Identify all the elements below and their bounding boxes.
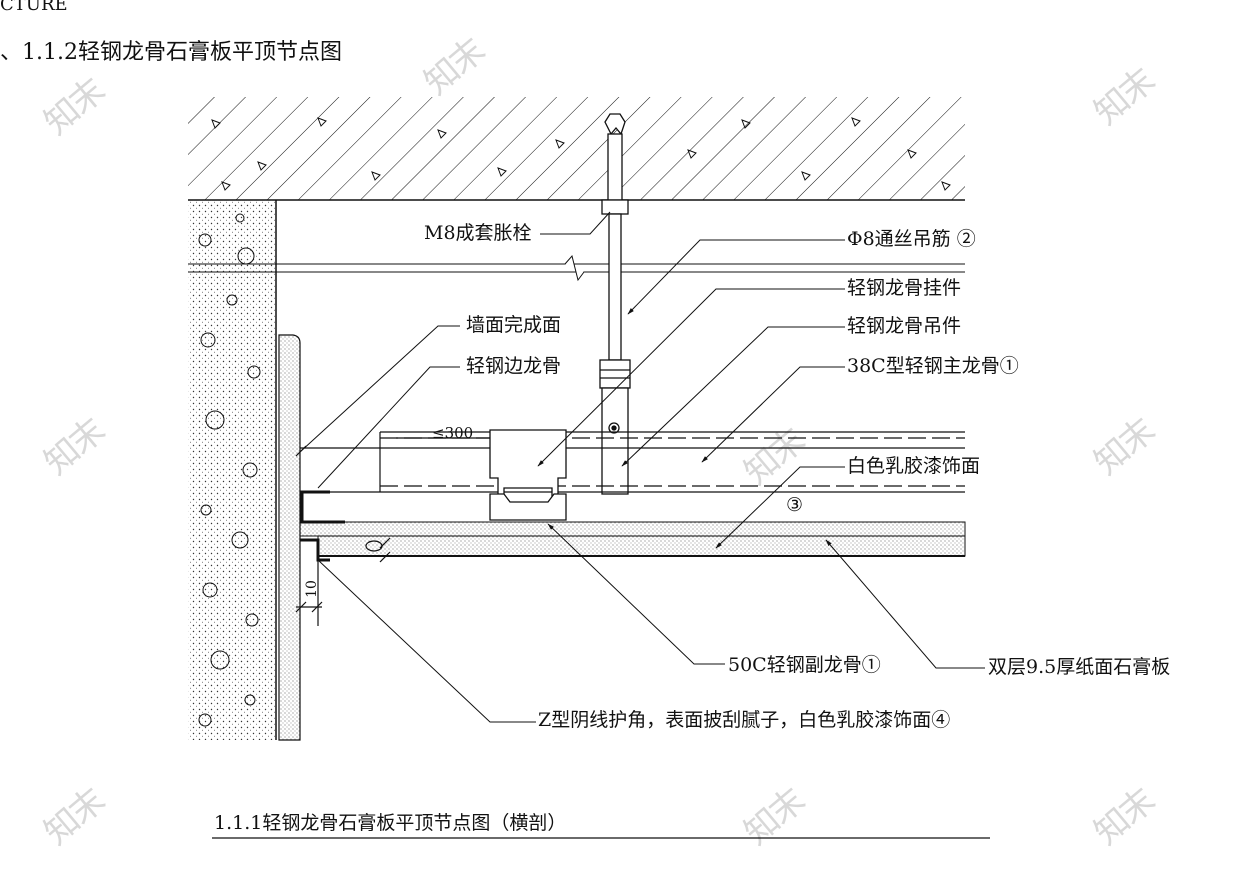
gypsum-boards [299,521,966,557]
label-main-keel: 38C型轻钢主龙骨① [847,355,1019,377]
edge-keel [300,490,345,562]
label-z-corner: Z型阴线护角，表面披刮腻子，白色乳胶漆饰面④ [538,709,951,731]
cut-header-text: CTURE [0,0,68,15]
label-latex-finish: 白色乳胶漆饰面 [847,455,981,477]
label-hanger-piece: 轻钢龙骨吊件 [847,315,962,337]
break-line [188,254,965,282]
drawing-caption: 1.1.1轻钢龙骨石膏板平顶节点图（横剖） [214,812,567,834]
label-edge-keel: 轻钢边龙骨 [466,355,562,377]
leader-lines [299,211,985,723]
label-expansion-bolt: M8成套胀栓 [424,222,532,244]
dimension-marks [295,437,490,626]
label-circle-3: ③ [786,494,804,516]
label-wall-finish: 墙面完成面 [466,314,562,336]
label-gap: 10 [303,580,320,598]
hanger-rod-assembly [599,113,631,495]
label-spacing: ≤300 [432,424,474,442]
concrete-slab [188,97,965,201]
masonry-wall [188,200,301,741]
hanger-fitting [489,429,567,521]
section-title: 、1.1.2轻钢龙骨石膏板平顶节点图 [0,40,342,65]
label-gypsum-board: 双层9.5厚纸面石膏板 [988,656,1171,678]
label-hanger-rod: Φ8通丝吊筋 ② [847,228,976,250]
label-hanger-fitting: 轻钢龙骨挂件 [847,277,962,299]
label-sub-keel: 50C轻钢副龙骨① [728,654,881,676]
